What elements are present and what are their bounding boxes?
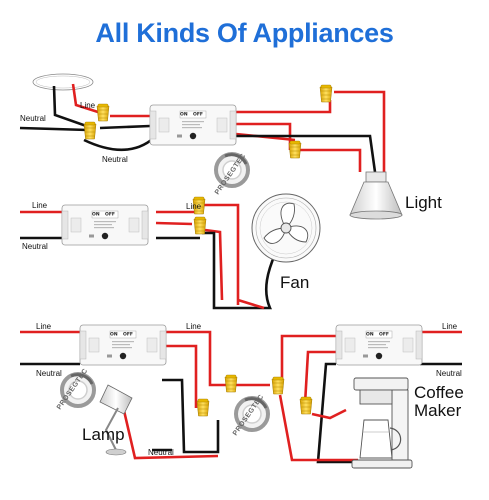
switch-off-label: OFF (379, 332, 389, 338)
appliance-label-coffee-maker-2: Maker (414, 401, 462, 420)
coffee-maker-icon (351, 377, 413, 469)
switch-off-label: OFF (105, 212, 115, 218)
light-bulb-icon (349, 171, 403, 220)
coffee-maker-circuit: ON OFF Line Neutral Coffee Maker PROSEGT… (232, 322, 464, 469)
wire-nut-icon (83, 121, 97, 140)
wire-label-line: Line (36, 322, 52, 331)
switch-on-label: ON (110, 332, 118, 338)
appliance-label-light: Light (405, 193, 442, 212)
switch-off-label: OFF (123, 332, 133, 338)
wire-nut-icon (319, 84, 333, 103)
switch-on-label: ON (366, 332, 374, 338)
smart-switch-module (335, 324, 423, 366)
ceiling-fan-icon (251, 193, 321, 263)
wire-nut-icon (96, 103, 110, 122)
wire-nut-icon (224, 374, 238, 393)
wire-label-line: Line (186, 202, 202, 211)
wire-label-neutral: Neutral (22, 242, 48, 251)
wire-nut-icon (196, 398, 210, 417)
page-title: All Kinds Of Appliances (95, 18, 394, 48)
wire-nut-icon (193, 216, 207, 235)
light-circuit: ON OFF Line Neutral Neutral Light PROSEG… (19, 73, 442, 220)
appliance-label-lamp: Lamp (82, 425, 125, 444)
switch-off-label: OFF (193, 112, 203, 118)
lamp-circuit: ON OFF Line Neutral Line Neutral Lamp PR… (20, 322, 270, 460)
smart-switch-module (79, 324, 167, 366)
wire-label-neutral: Neutral (436, 369, 462, 378)
appliance-label-coffee-maker: Coffee (414, 383, 464, 402)
switch-on-label: ON (180, 112, 188, 118)
prosegtec-logo: PROSEGTEC (214, 152, 250, 196)
wire-label-neutral: Neutral (102, 155, 128, 164)
wire-nut-icon (288, 140, 302, 159)
switch-on-label: ON (92, 212, 100, 218)
smart-switch-module (149, 104, 237, 146)
wire-label-line: Line (80, 101, 96, 110)
wire-label-neutral: Neutral (36, 369, 62, 378)
wire-nut-icon (271, 376, 285, 395)
desk-lamp-icon (99, 384, 133, 456)
wire-label-line: Line (442, 322, 458, 331)
wire-label-line: Line (32, 201, 48, 210)
wire-label-neutral: Neutral (148, 448, 174, 457)
wire-label-neutral: Neutral (20, 114, 46, 123)
prosegtec-logo: PROSEGTEC (232, 393, 270, 437)
fan-circuit: ON OFF Line Neutral Line Fan (20, 193, 321, 310)
wire-label-line: Line (186, 322, 202, 331)
wire-nut-icon (299, 396, 313, 415)
smart-switch-module (61, 204, 149, 246)
appliance-label-fan: Fan (280, 273, 309, 292)
